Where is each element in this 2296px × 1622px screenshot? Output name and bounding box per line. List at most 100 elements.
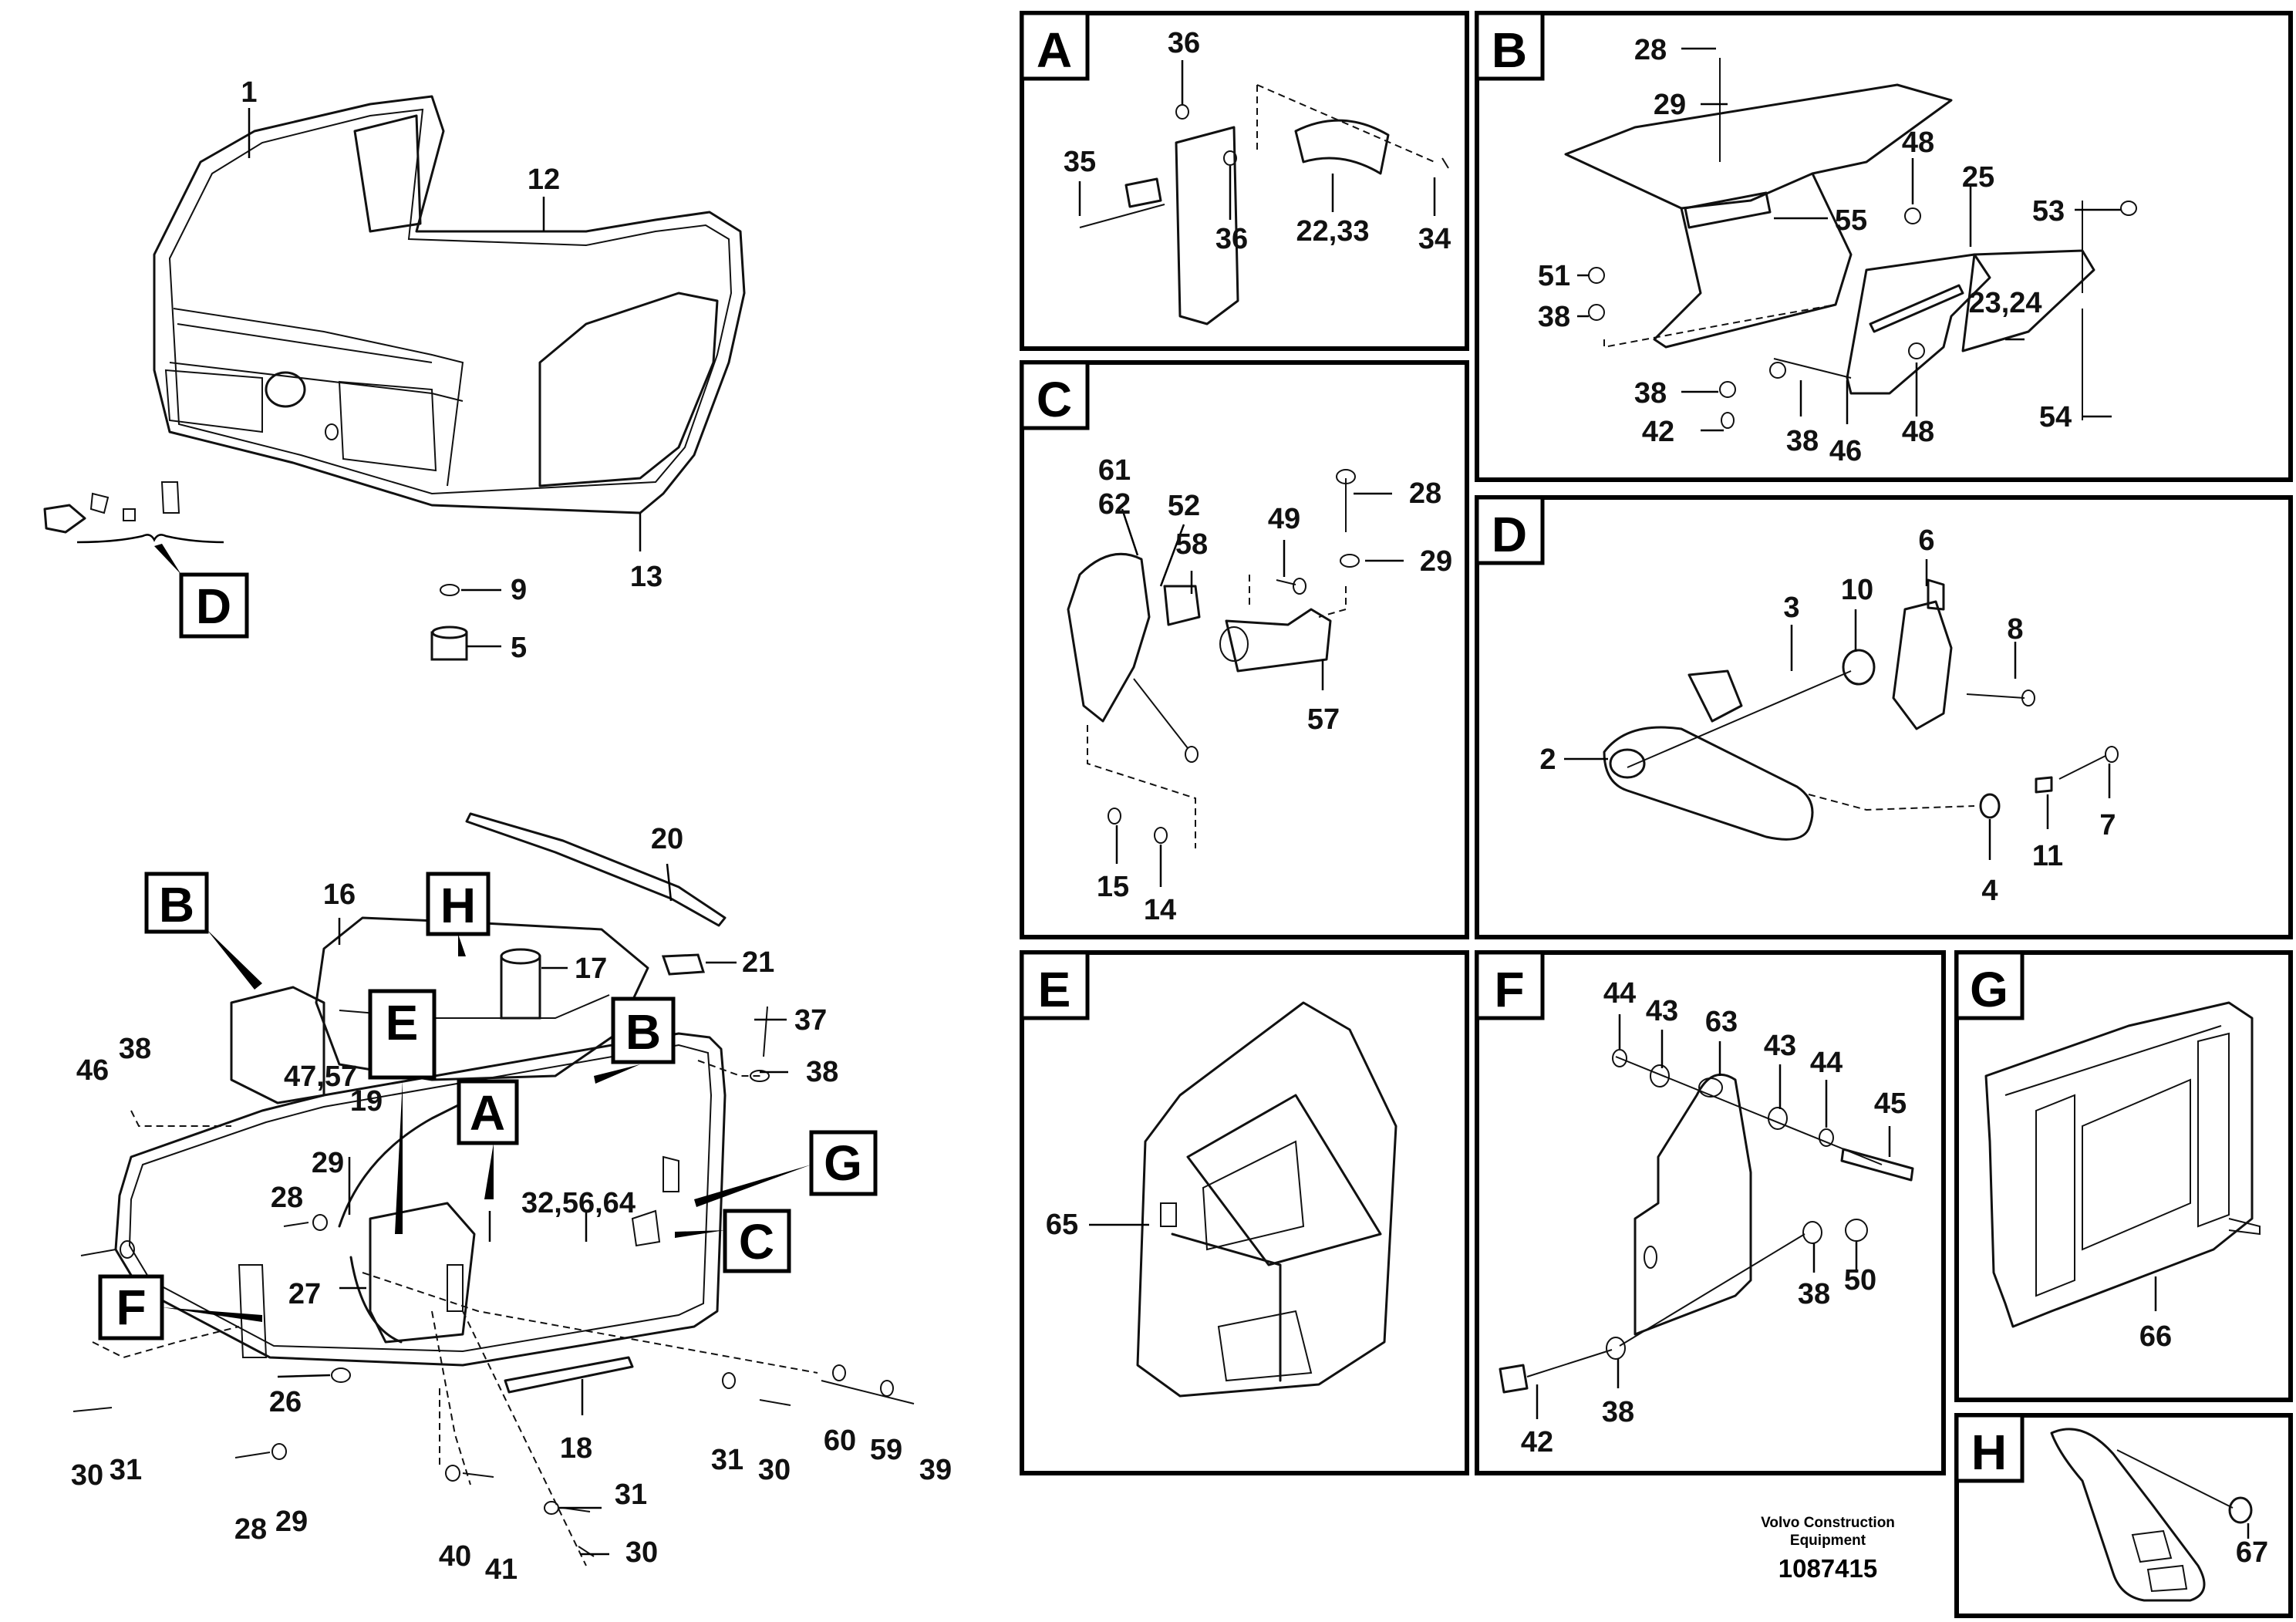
view-tag-letter: A	[1037, 22, 1072, 78]
part-callout-label: 38	[1798, 1278, 1830, 1310]
part-callout-label: 62	[1098, 488, 1131, 521]
hood-assembly	[43, 95, 746, 661]
part-callout-label: 41	[485, 1553, 518, 1586]
part-callout-label: 7	[2099, 809, 2116, 841]
part-callout-label: 46	[1829, 435, 1862, 467]
part-callout-label: 58	[1175, 528, 1208, 561]
part-callout-label: 48	[1902, 126, 1934, 159]
main-tags	[98, 572, 878, 1340]
part-callout-label: 10	[1841, 574, 1873, 606]
part-callout-label: 30	[758, 1454, 791, 1486]
part-callout-label: 29	[275, 1506, 308, 1538]
part-callout-label: 47,57	[284, 1061, 357, 1093]
main-callouts: 1 12 13 9 5 20 16 17 21 37 38 46 38 47,5…	[71, 76, 952, 1586]
part-callout-label: 65	[1046, 1209, 1078, 1241]
part-callout-label: 45	[1874, 1088, 1907, 1120]
part-callout-label: 25	[1962, 161, 1994, 194]
part-callout-label: 2	[1539, 744, 1556, 776]
part-callout-label: 38	[1538, 301, 1570, 333]
part-callout-label: 28	[271, 1182, 303, 1214]
detail-panel-b: B 28 29 48 25	[1475, 11, 2293, 482]
part-callout-label: 44	[1810, 1047, 1843, 1079]
part-callout-label: 39	[919, 1454, 952, 1486]
part-callout-label: 61	[1098, 454, 1131, 487]
footer-text: 1087415	[1778, 1554, 1877, 1583]
part-callout-label: 3	[1783, 592, 1799, 624]
part-callout-label: 67	[2236, 1536, 2268, 1569]
tag-pointers	[154, 544, 811, 1322]
detail-panel-h: H 67	[1954, 1413, 2293, 1618]
part-callout-label: 51	[1538, 260, 1570, 292]
part-callout-label: 49	[1268, 503, 1300, 535]
part-callout-label: 53	[2032, 195, 2065, 228]
part-callout-label: 29	[312, 1147, 344, 1179]
main-tag-letters: D B H E B A G C F	[116, 578, 861, 1335]
part-callout-label: 4	[1981, 875, 1998, 907]
main-leaders	[248, 108, 788, 1556]
part-callout-label: 29	[1654, 89, 1686, 121]
part-callout-label: 26	[269, 1386, 302, 1418]
view-tag-letter: D	[1492, 507, 1527, 562]
part-callout-label: 31	[615, 1479, 647, 1511]
part-callout-label: 37	[794, 1004, 827, 1037]
part-callout-label: 21	[742, 946, 774, 979]
part-callout-label: 15	[1097, 871, 1129, 903]
view-tag-letter: C	[739, 1214, 774, 1270]
part-callout-label: 44	[1603, 977, 1636, 1010]
part-callout-label: 50	[1844, 1264, 1876, 1297]
part-callout-label: 28	[234, 1513, 267, 1546]
part-callout-label: 42	[1521, 1426, 1553, 1458]
detail-panel-c: C 61 62 52 58 49 28 29 57 15 14	[1020, 360, 1469, 939]
view-tag-letter: B	[625, 1004, 661, 1060]
view-tag-letter: F	[1494, 962, 1524, 1017]
part-callout-label: 66	[2139, 1320, 2172, 1353]
document-footer: Volvo Construction Equipment 1087415	[1761, 1515, 1895, 1583]
part-callout-label: 5	[511, 632, 527, 664]
part-callout-label: 54	[2039, 401, 2072, 433]
part-callout-label: 36	[1215, 223, 1248, 255]
view-tag-letter: H	[440, 878, 476, 933]
part-callout-label: 42	[1642, 416, 1674, 448]
detail-panel-f: F 44 43 63 43 44 45 38 50 42 38	[1475, 950, 1946, 1475]
part-callout-label: 20	[651, 823, 683, 855]
part-callout-label: 52	[1168, 490, 1200, 522]
tag-d	[179, 572, 249, 639]
part-callout-label: 43	[1646, 995, 1678, 1027]
detail-panel-d: D 3 10 6 8 2 7 11 4	[1475, 495, 2293, 939]
part-callout-label: 30	[625, 1536, 658, 1569]
part-callout-label: 16	[323, 878, 356, 911]
detail-panel-e: E 65	[1020, 950, 1469, 1475]
part-callout-label: 57	[1307, 703, 1340, 736]
detail-panel-a: A 36 35 36 22,33 34	[1020, 11, 1469, 351]
part-callout-label: 22,33	[1296, 215, 1369, 248]
part-callout-label: 28	[1409, 477, 1441, 510]
part-callout-label: 8	[2007, 613, 2023, 646]
part-callout-label: 11	[2032, 840, 2063, 872]
view-tag-letter: D	[196, 578, 231, 634]
view-tag-letter: E	[386, 995, 419, 1050]
part-callout-label: 34	[1418, 223, 1451, 255]
view-tag-letter: B	[1492, 22, 1527, 78]
view-tag-letter: B	[159, 877, 194, 932]
part-callout-label: 18	[560, 1432, 592, 1465]
detail-panel-g: G 66	[1954, 950, 2293, 1402]
part-callout-label: 17	[575, 953, 607, 985]
part-callout-label: 14	[1144, 894, 1176, 926]
part-callout-label: 38	[119, 1033, 151, 1065]
part-callout-label: 29	[1420, 545, 1452, 578]
part-callout-label: 48	[1902, 416, 1934, 448]
part-callout-label: 40	[439, 1540, 471, 1573]
part-callout-label: 19	[350, 1085, 383, 1118]
part-callout-label: 32,56,64	[521, 1187, 636, 1219]
view-tag-letter: G	[824, 1135, 862, 1191]
part-callout-label: 6	[1918, 524, 1934, 557]
part-callout-label: 38	[1786, 425, 1819, 457]
footer-text: Volvo Construction	[1761, 1515, 1895, 1531]
part-callout-label: 23,24	[1968, 287, 2041, 319]
part-callout-label: 43	[1764, 1030, 1796, 1062]
part-callout-label: 28	[1634, 34, 1667, 66]
view-tag-letter: A	[470, 1085, 505, 1141]
part-callout-label: 31	[110, 1454, 142, 1486]
part-callout-label: 38	[1602, 1396, 1634, 1428]
